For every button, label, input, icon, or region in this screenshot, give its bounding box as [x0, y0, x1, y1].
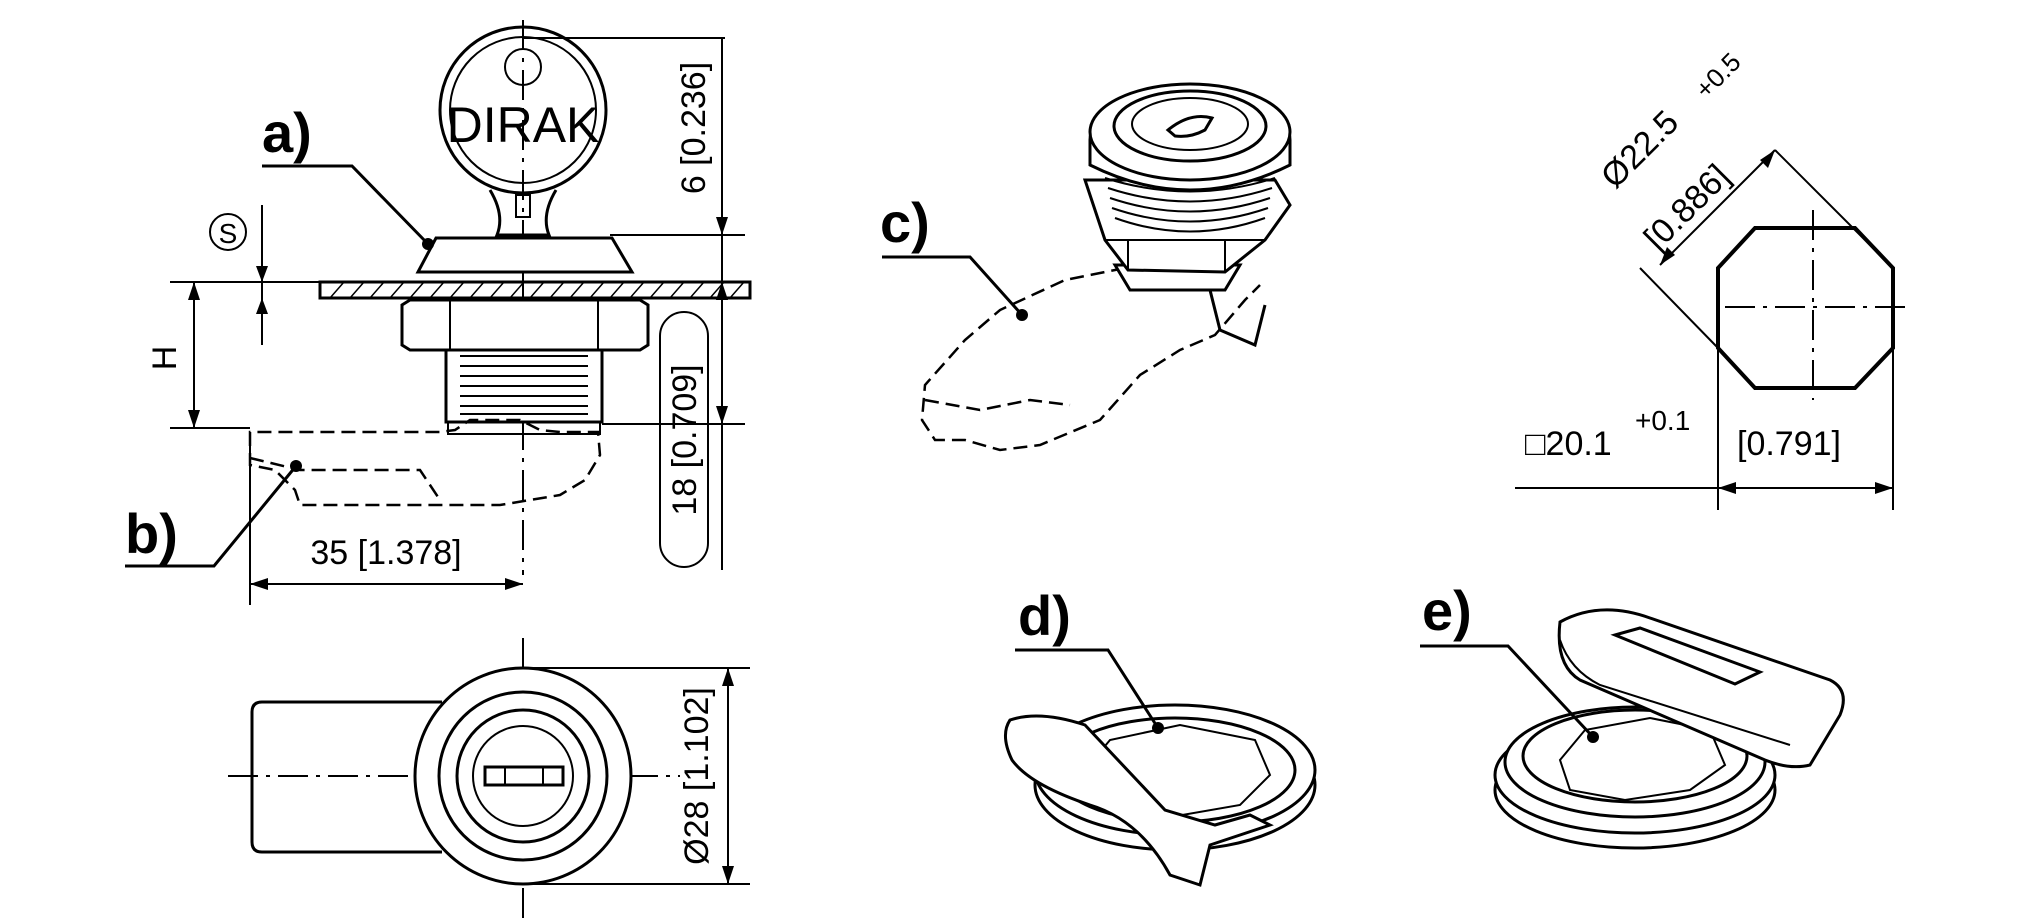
- key-tab: [515, 194, 531, 218]
- iso-lock-c: c): [880, 82, 1292, 452]
- body-length-frame: [659, 311, 709, 568]
- panel: [318, 280, 752, 300]
- e-lid-slot: [1610, 626, 1764, 686]
- key-slot-front: [483, 765, 565, 787]
- thread-lines: [460, 355, 588, 415]
- dim-flange-diameter: Ø28 [1.102]: [678, 687, 716, 865]
- leader-a: [262, 164, 430, 246]
- key-hole: [504, 48, 542, 86]
- iso-hex-nut: [1082, 178, 1292, 274]
- h-label: H: [146, 346, 184, 371]
- dim-body-length: 18 [0.709]: [666, 364, 704, 515]
- iso-bezel-top: [1088, 82, 1292, 182]
- e-hex-opening: [1558, 716, 1727, 802]
- label-b: b): [125, 502, 178, 565]
- panel-cutout: Ø22.5 +0.5 [0.886] □20.1 +0.1 [0.791]: [1515, 47, 1910, 510]
- cam-front: [250, 700, 442, 854]
- s-symbol-circle: [209, 213, 247, 251]
- bezel: [415, 236, 635, 274]
- label-e: e): [1422, 579, 1472, 642]
- panel-hatch: [329, 281, 745, 299]
- dim-cutout-diameter-in: [0.886]: [1637, 157, 1737, 257]
- cam-b-outline: [248, 418, 602, 507]
- side-view: DIRAK: [125, 20, 752, 605]
- cover-e: e): [1420, 579, 1845, 850]
- label-c: c): [880, 191, 930, 254]
- dim-cutout-flat-tol: +0.1: [1635, 405, 1690, 436]
- leader-d: [1015, 648, 1160, 729]
- leader-e: [1420, 644, 1595, 739]
- brand-text: DIRAK: [447, 97, 600, 153]
- dim-cutout-diameter: Ø22.5: [1594, 103, 1686, 195]
- hex-nut: [400, 298, 650, 352]
- leader-c: [882, 255, 1024, 317]
- s-symbol: S: [219, 218, 238, 249]
- e-lid: [1557, 608, 1845, 769]
- d-flap: [1004, 714, 1274, 887]
- cam-c-outline: [920, 266, 1261, 452]
- label-d: d): [1018, 584, 1071, 647]
- label-a: a): [262, 101, 312, 164]
- dim-cutout-flat: □20.1: [1525, 425, 1612, 463]
- key-neck: [488, 189, 558, 237]
- dim-cutout-diameter-tol: +0.5: [1689, 47, 1747, 105]
- dim-cutout-flat-in: [0.791]: [1737, 425, 1841, 463]
- iso-key-slot: [1165, 115, 1215, 138]
- dim-key-height: 6 [0.236]: [675, 62, 713, 194]
- cover-d: d): [1004, 584, 1317, 887]
- cutout-diam-dim-line: [1659, 149, 1776, 266]
- dim-cam-length: 35 [1.378]: [310, 534, 461, 572]
- flange-outer: [413, 666, 633, 886]
- leader-b: [125, 465, 298, 568]
- body-collar: [447, 421, 601, 435]
- front-view: Ø28 [1.102]: [228, 638, 750, 921]
- key-head-outer: [438, 25, 608, 195]
